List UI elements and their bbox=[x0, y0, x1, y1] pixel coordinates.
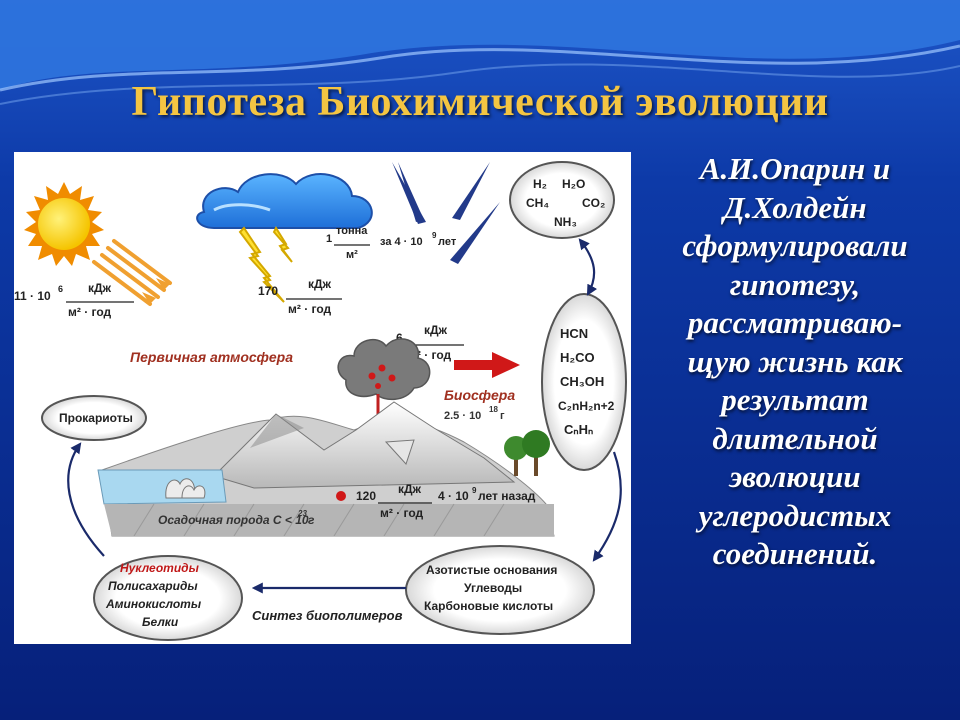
svg-text:23: 23 bbox=[297, 509, 307, 518]
gases-bubble: H₂ H₂O CH₄ CO₂ NH₃ bbox=[509, 161, 615, 239]
cycle-arrows bbox=[67, 238, 622, 594]
svg-text:Биосфера: Биосфера bbox=[444, 387, 515, 403]
svg-text:м² · год: м² · год bbox=[68, 305, 112, 319]
svg-text:г: г bbox=[308, 513, 315, 527]
svg-text:г: г bbox=[500, 410, 505, 422]
svg-text:кДж: кДж bbox=[424, 323, 448, 337]
lightning-energy-label: 170 кДж м² · год bbox=[258, 277, 342, 316]
slide-title: Гипотеза Биохимической эволюции bbox=[131, 79, 829, 125]
svg-text:CH₃OH: CH₃OH bbox=[560, 374, 604, 389]
organics-bubble: HCN H₂CO CH₃OH C₂nH₂n+2 CₙHₙ bbox=[541, 293, 627, 471]
sediment-label: Осадочная порода С < 10 23 г bbox=[158, 509, 315, 527]
biosphere-label: Биосфера 2.5 · 10 18 г bbox=[444, 387, 515, 422]
primary-atmosphere-label: Первичная атмосфера bbox=[130, 349, 293, 365]
sun-icon bbox=[24, 182, 104, 266]
side-text-line: сформулировали bbox=[682, 228, 908, 263]
svg-text:H₂: H₂ bbox=[533, 177, 547, 191]
svg-text:Прокариоты: Прокариоты bbox=[59, 411, 133, 425]
svg-text:м² · год: м² · год bbox=[288, 302, 332, 316]
svg-text:9: 9 bbox=[432, 231, 437, 240]
top-wave-line-2 bbox=[0, 63, 960, 105]
svg-text:11 · 10: 11 · 10 bbox=[14, 289, 51, 303]
svg-text:C₂nH₂n+2: C₂nH₂n+2 bbox=[558, 399, 615, 413]
svg-text:Нуклеотиды: Нуклеотиды bbox=[120, 561, 200, 575]
cloud-icon bbox=[196, 173, 373, 229]
landscape-icon bbox=[97, 401, 555, 537]
svg-text:лет назад: лет назад bbox=[478, 489, 536, 503]
svg-text:Осадочная порода С < 10: Осадочная порода С < 10 bbox=[158, 513, 309, 527]
svg-text:CH₄: CH₄ bbox=[526, 196, 549, 210]
svg-text:170: 170 bbox=[258, 284, 278, 298]
side-text-line: углеродистых bbox=[698, 497, 892, 533]
svg-text:лет: лет bbox=[438, 236, 457, 248]
sun-rays-heads bbox=[142, 278, 170, 304]
side-text-line: эволюции bbox=[729, 459, 861, 494]
meteor-mass-label: 1 тонна м² за 4 · 10 9 лет bbox=[326, 225, 457, 261]
sun-rays-icon bbox=[92, 239, 172, 306]
svg-text:9: 9 bbox=[472, 486, 477, 495]
side-text-line: соединений. bbox=[712, 536, 878, 571]
svg-text:4 · 10: 4 · 10 bbox=[438, 489, 469, 503]
svg-text:Карбоновые кислоты: Карбоновые кислоты bbox=[424, 599, 553, 613]
svg-text:Углеводы: Углеводы bbox=[464, 581, 522, 595]
top-wave-shape bbox=[0, 0, 960, 90]
svg-text:6: 6 bbox=[396, 331, 403, 345]
svg-text:120: 120 bbox=[356, 489, 376, 503]
biosphere-arrow-icon bbox=[454, 352, 520, 378]
svg-text:CO₂: CO₂ bbox=[582, 196, 605, 210]
side-text-line: рассматриваю- bbox=[687, 305, 903, 340]
svg-text:CₙHₙ: CₙHₙ bbox=[564, 422, 593, 437]
side-text-line: щую жизнь как bbox=[687, 343, 903, 379]
arrow-polymers-prokaryotes bbox=[67, 442, 105, 557]
lava-drops bbox=[368, 364, 396, 389]
svg-text:за 4 · 10: за 4 · 10 bbox=[380, 236, 423, 248]
side-text-line: А.И.Опарин и bbox=[699, 151, 891, 186]
bottom-energy-label: 120 кДж м² · год 4 · 10 9 лет назад bbox=[336, 482, 536, 520]
svg-text:18: 18 bbox=[489, 405, 498, 414]
side-text-line: результат bbox=[721, 382, 869, 417]
synthesis-label: Синтез биополимеров bbox=[252, 608, 403, 623]
stromatolite-icon bbox=[165, 478, 206, 499]
biopolymers-bubble: Нуклеотиды Полисахариды Аминокислоты Бел… bbox=[93, 555, 243, 641]
svg-text:м² · год: м² · год bbox=[380, 506, 424, 520]
lightning-icon bbox=[238, 225, 293, 303]
svg-text:тонна: тонна bbox=[336, 225, 368, 237]
svg-text:6: 6 bbox=[58, 284, 63, 294]
top-wave-line bbox=[0, 44, 960, 92]
svg-text:2.5 · 10: 2.5 · 10 bbox=[444, 410, 481, 422]
side-text: А.И.Опарин и Д.Холдейн сформулировали ги… bbox=[632, 150, 958, 574]
trees-icon bbox=[504, 430, 550, 476]
svg-text:1: 1 bbox=[326, 233, 332, 245]
svg-text:Полисахариды: Полисахариды bbox=[108, 579, 198, 593]
arrow-gases-organics bbox=[578, 238, 598, 296]
side-text-line: Д.Холдейн bbox=[723, 189, 867, 225]
red-cell-icon bbox=[336, 491, 346, 501]
svg-text:м²: м² bbox=[346, 249, 358, 261]
sun-energy-label: 11 · 10 6 кДж м² · год bbox=[14, 281, 134, 319]
svg-text:кДж: кДж bbox=[88, 281, 112, 295]
svg-text:H₂CO: H₂CO bbox=[560, 350, 595, 365]
svg-text:H₂O: H₂O bbox=[562, 177, 585, 191]
arrow-organics-nitrogen bbox=[592, 451, 622, 562]
svg-text:HCN: HCN bbox=[560, 326, 588, 341]
prokaryotes-bubble: Прокариоты bbox=[41, 395, 147, 441]
meteor-icon bbox=[392, 162, 500, 264]
nitrogen-compounds-bubble: Азотистые основания Углеводы Карбоновые … bbox=[405, 545, 595, 635]
side-text-line: гипотезу, bbox=[729, 266, 861, 302]
svg-text:кДж: кДж bbox=[398, 482, 422, 496]
side-text-line: длительной bbox=[712, 420, 878, 456]
svg-text:кДж: кДж bbox=[308, 277, 332, 291]
svg-text:Аминокислоты: Аминокислоты bbox=[105, 597, 202, 611]
biochemical-evolution-diagram: 11 · 10 6 кДж м² · год 170 кДж м² · год … bbox=[14, 152, 631, 644]
volcano-cone bbox=[384, 439, 415, 465]
svg-text:Азотистые основания: Азотистые основания bbox=[426, 563, 557, 577]
svg-text:NH₃: NH₃ bbox=[554, 215, 577, 229]
svg-text:Белки: Белки bbox=[142, 615, 179, 629]
